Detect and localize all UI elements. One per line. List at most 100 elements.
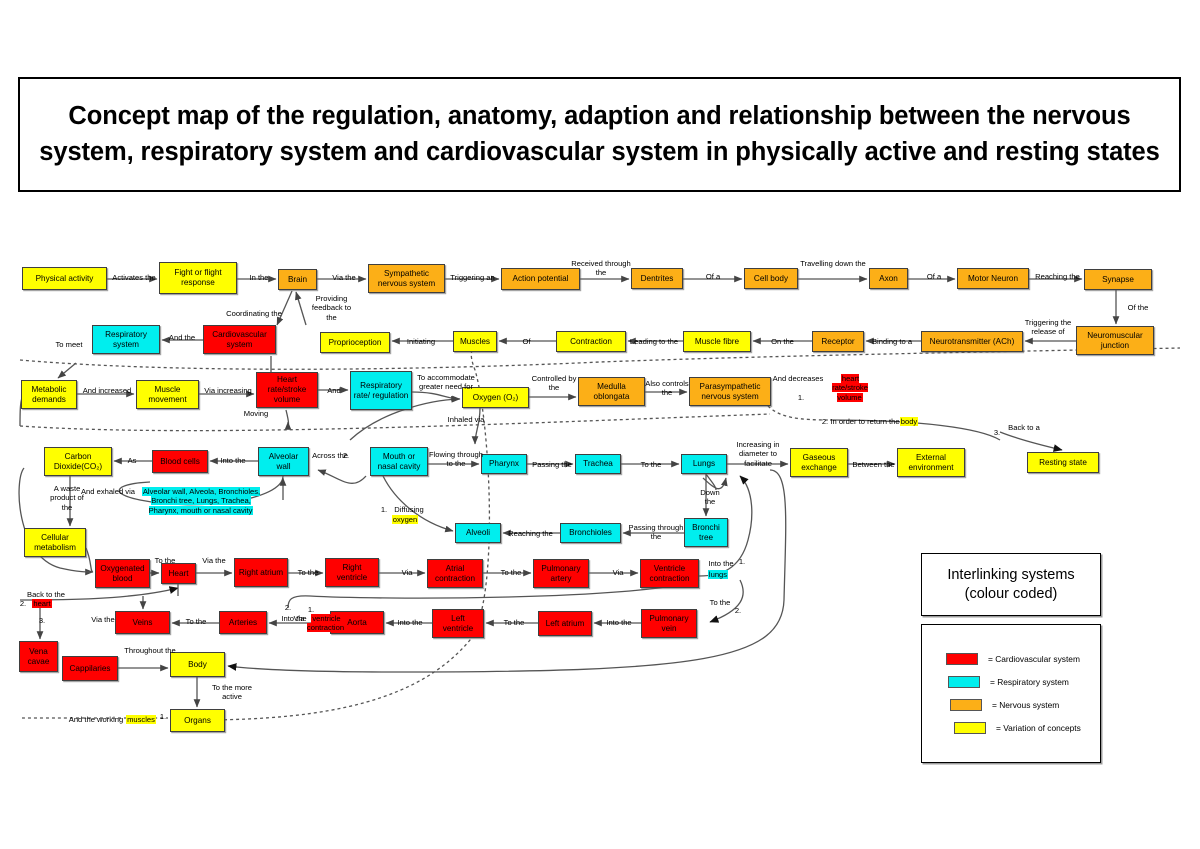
- concept-node-respiratory-rate-reg[interactable]: Respiratory rate/ regulation: [350, 371, 412, 410]
- legend-label: = Cardiovascular system: [988, 653, 1080, 664]
- link-label-text: Between the: [852, 460, 895, 469]
- concept-node-lungs[interactable]: Lungs: [681, 454, 727, 474]
- concept-node-right-atrium[interactable]: Right atrium: [234, 558, 288, 587]
- concept-node-left-atrium[interactable]: Left atrium: [538, 611, 592, 636]
- concept-node-contraction[interactable]: Contraction: [556, 331, 626, 352]
- legend-row: = Respiratory system: [922, 670, 1100, 693]
- concept-node-mouth-nasal-cavity[interactable]: Mouth or nasal cavity: [370, 447, 428, 476]
- link-label-via-ventricle-lbl: Via: [292, 614, 306, 623]
- link-label-as-1: As: [115, 456, 149, 465]
- concept-node-alveoli[interactable]: Alveoli: [455, 523, 501, 543]
- concept-node-motor-neuron[interactable]: Motor Neuron: [957, 268, 1029, 289]
- link-label-text: Of a: [926, 272, 942, 281]
- concept-node-body[interactable]: Body: [170, 652, 225, 677]
- link-label-marker-2-arteries: 2.: [283, 603, 293, 612]
- concept-node-physical-activity[interactable]: Physical activity: [22, 267, 107, 290]
- concept-node-external-environment[interactable]: External environment: [897, 448, 965, 477]
- concept-node-action-potential[interactable]: Action potential: [501, 268, 580, 290]
- concept-node-sympathetic-ns[interactable]: Sympathetic nervous system: [368, 264, 445, 293]
- concept-node-neuromuscular-junction[interactable]: Neuromuscular junction: [1076, 326, 1154, 355]
- concept-node-alveolar-wall[interactable]: Alveolar wall: [258, 447, 309, 476]
- concept-node-veins[interactable]: Veins: [115, 611, 170, 634]
- link-label-triggering-release-of: Triggering the release of: [1019, 318, 1077, 337]
- concept-node-heart[interactable]: Heart: [161, 563, 196, 584]
- concept-node-bronchioles[interactable]: Bronchioles: [560, 523, 621, 543]
- concept-node-carbon-dioxide[interactable]: Carbon Dioxide(CO₂): [44, 447, 112, 476]
- concept-node-atrial-contraction[interactable]: Atrial contraction: [427, 559, 483, 588]
- link-label-between-the: Between the: [849, 460, 898, 469]
- concept-node-dentrites[interactable]: Dentrites: [631, 268, 683, 289]
- link-label-text: Via the: [202, 556, 226, 565]
- link-label-via-ventricle-1: 1.: [306, 605, 316, 614]
- concept-node-bronchi-tree[interactable]: Bronchi tree: [684, 518, 728, 547]
- link-label-via-increasing: Via increasing: [199, 386, 257, 395]
- concept-node-pulmonary-vein[interactable]: Pulmonary vein: [641, 609, 697, 638]
- concept-node-arteries[interactable]: Arteries: [219, 611, 267, 634]
- concept-node-label: Synapse: [1102, 274, 1134, 284]
- concept-node-cell-body[interactable]: Cell body: [744, 268, 798, 289]
- concept-node-brain[interactable]: Brain: [278, 269, 317, 290]
- concept-node-right-ventricle[interactable]: Right ventricle: [325, 558, 379, 587]
- concept-node-fight-or-flight[interactable]: Fight or flight response: [159, 262, 237, 294]
- concept-node-respiratory-system[interactable]: Respiratory system: [92, 325, 160, 354]
- concept-node-label: Blood cells: [160, 456, 200, 466]
- concept-node-pharynx[interactable]: Pharynx: [481, 454, 527, 474]
- concept-node-label: Heart rate/stroke volume: [267, 375, 307, 404]
- link-label-of-a-2: Of a: [912, 272, 956, 281]
- link-label-text: Reaching the: [508, 529, 553, 538]
- concept-node-label: Sympathetic nervous system: [377, 268, 436, 288]
- concept-node-pulmonary-artery[interactable]: Pulmonary artery: [533, 559, 589, 588]
- link-label-text: In the: [249, 273, 269, 282]
- concept-node-proprioception[interactable]: Proprioception: [320, 332, 390, 353]
- concept-node-label: Ventricle contraction: [649, 563, 690, 583]
- concept-node-label: Fight or flight response: [174, 268, 222, 287]
- concept-node-label: Axon: [879, 273, 898, 283]
- concept-node-axon[interactable]: Axon: [869, 268, 908, 289]
- link-label-text: Providing feedback to the: [311, 294, 352, 322]
- link-label-text: Of a: [705, 272, 721, 281]
- link-label-text: 1.: [738, 557, 746, 566]
- concept-node-trachea[interactable]: Trachea: [575, 454, 621, 474]
- link-label-ventricle-contr-hl: ventricle contraction: [305, 614, 347, 633]
- concept-node-cappilaries[interactable]: Cappilaries: [62, 656, 118, 681]
- link-label-text: Into the: [397, 618, 423, 627]
- link-label-to-the-pv: To the: [709, 598, 731, 607]
- concept-node-medulla-oblongata[interactable]: Medulla oblongata: [578, 377, 645, 406]
- concept-node-cellular-metabolism[interactable]: Cellular metabolism: [24, 528, 86, 557]
- concept-node-left-ventricle[interactable]: Left ventricle: [432, 609, 484, 638]
- concept-node-gaseous-exchange[interactable]: Gaseous exchange: [790, 448, 848, 477]
- concept-node-label: Oxygenated blood: [100, 563, 145, 583]
- concept-node-label: Right atrium: [238, 567, 284, 577]
- concept-node-blood-cells[interactable]: Blood cells: [152, 450, 208, 473]
- link-label-marker-3-back: 3.: [992, 428, 1002, 437]
- concept-node-muscle-movement[interactable]: Muscle movement: [136, 380, 199, 409]
- concept-node-parasympathetic-ns[interactable]: Parasympathetic nervous system: [689, 377, 771, 406]
- concept-node-muscle-fibre[interactable]: Muscle fibre: [683, 331, 751, 352]
- link-label-text: ventricle contraction: [306, 614, 346, 633]
- link-label-text: As: [127, 456, 137, 465]
- concept-node-label: Respiratory rate/ regulation: [353, 380, 409, 400]
- legend-label: = Variation of concepts: [996, 722, 1081, 733]
- legend-row: = Nervous system: [922, 693, 1100, 716]
- link-label-hr-sv-highlight: heart rate/stroke volume: [822, 374, 878, 402]
- concept-node-synapse[interactable]: Synapse: [1084, 269, 1152, 290]
- link-label-and-1: And: [318, 386, 350, 395]
- concept-node-vena-cavae[interactable]: Vena cavae: [19, 641, 58, 672]
- link-label-text: Via increasing: [204, 386, 252, 395]
- link-label-oxygen-highlight: oxygen: [390, 515, 420, 524]
- concept-node-heart-rate-stroke-vol[interactable]: Heart rate/stroke volume: [256, 372, 318, 408]
- legend-label: = Respiratory system: [990, 676, 1069, 687]
- concept-node-receptor[interactable]: Receptor: [812, 331, 864, 352]
- concept-node-muscles[interactable]: Muscles: [453, 331, 497, 352]
- link-label-text: Diffusing: [394, 505, 424, 514]
- concept-node-organs[interactable]: Organs: [170, 709, 225, 732]
- link-label-text: heart rate/stroke volume: [832, 374, 868, 402]
- concept-node-ventricle-contraction[interactable]: Ventricle contraction: [640, 559, 699, 588]
- concept-node-neurotransmitter[interactable]: Neurotransmitter (ACh): [921, 331, 1023, 352]
- concept-node-oxygenated-blood[interactable]: Oxygenated blood: [95, 559, 150, 588]
- concept-node-cardiovascular-system[interactable]: Cardiovascular system: [203, 325, 276, 354]
- concept-node-label: Proprioception: [328, 337, 382, 347]
- concept-node-resting-state[interactable]: Resting state: [1027, 452, 1099, 473]
- concept-node-metabolic-demands[interactable]: Metabolic demands: [21, 380, 77, 409]
